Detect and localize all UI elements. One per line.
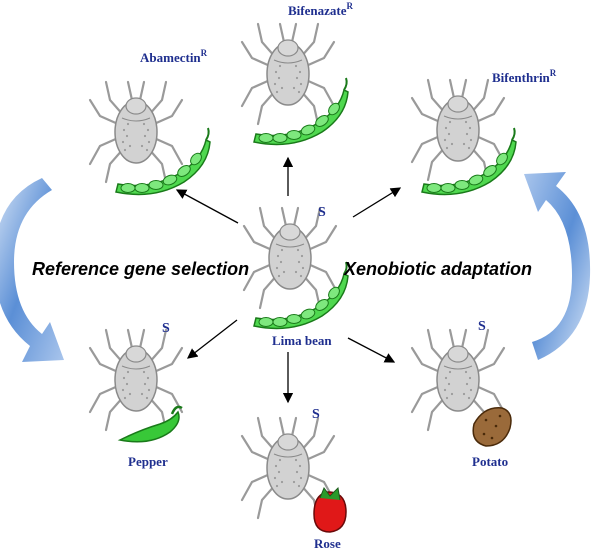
- mite-rose: [240, 416, 347, 533]
- label-bifenazate: BifenazateR: [288, 1, 353, 18]
- spider-mite-icon: [242, 206, 338, 310]
- label-lima-bean: Lima bean: [272, 333, 332, 348]
- spider-mite-icon: [88, 328, 184, 432]
- mite-pepper: [88, 328, 184, 443]
- label-abamectin: AbamectinR: [140, 48, 208, 65]
- curved-arrow-icon: [524, 172, 591, 360]
- connector-arrows: [175, 156, 402, 404]
- label-s-potato: S: [478, 319, 486, 334]
- label-s-center: S: [318, 205, 326, 220]
- label-bifenthrin: BifenthrinR: [492, 68, 557, 85]
- label-s-rose: S: [312, 407, 320, 422]
- mite-potato: [410, 328, 512, 447]
- label-xenobiotic-adaptation: Xenobiotic adaptation: [343, 259, 532, 279]
- label-rose: Rose: [314, 536, 341, 551]
- label-potato: Potato: [472, 454, 508, 469]
- mite-bifenthrin: [410, 78, 517, 196]
- mite-abamectin: [88, 80, 211, 196]
- label-reference-gene-selection: Reference gene selection: [32, 259, 249, 279]
- mite-bifenazate: [240, 22, 349, 146]
- spider-mite-icon: [240, 22, 336, 126]
- label-s-pepper: S: [162, 321, 170, 336]
- rose-icon: [313, 486, 347, 533]
- mite-lima-bean-center: [242, 206, 349, 330]
- spider-mite-icon: [88, 80, 184, 184]
- curved-arrow-icon: [0, 178, 64, 362]
- potato-icon: [472, 407, 512, 447]
- label-pepper: Pepper: [128, 454, 168, 469]
- pepper-icon: [117, 405, 183, 443]
- spider-mite-icon: [410, 78, 506, 182]
